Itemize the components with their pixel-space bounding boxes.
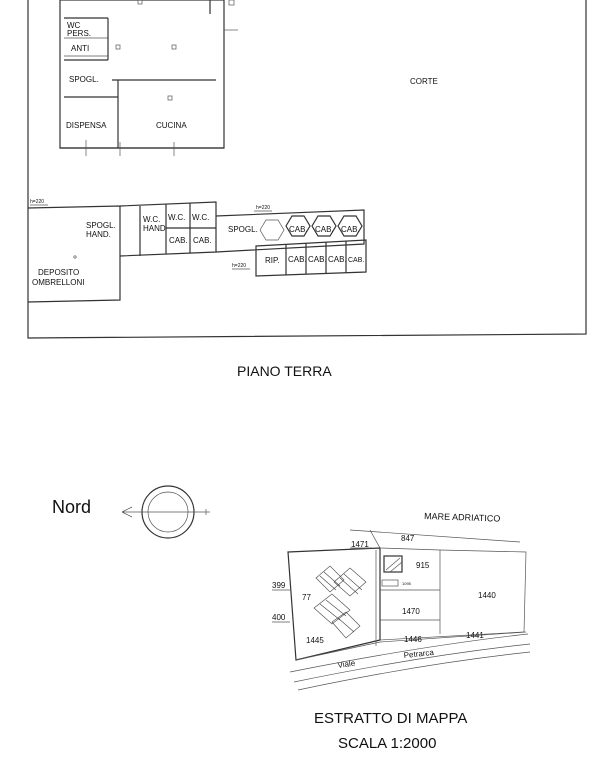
row-cab-4-label: CAB. [348,257,364,264]
sea-label: MARE ADRIATICO [424,511,501,524]
room-wc-pers-label: WC [67,21,81,30]
parcel-1470: 1470 [402,607,420,616]
room-wc-hand-label: W.C. [143,215,160,224]
hex-cab-2-label: CAB. [315,225,334,234]
room-cucina-label: CUCINA [156,121,187,130]
parcel-1471: 1471 [351,540,369,549]
room-anti-label: ANTI [71,44,89,53]
main-building [59,0,238,156]
room-wc-hand-label-2: HAND [143,224,166,233]
height-tag-3: h=220 [232,263,246,269]
map-extract-scale: SCALA 1:2000 [338,735,437,752]
svg-text:PERS.: PERS. [67,29,91,38]
parcel-1445: 1445 [306,636,324,645]
street-label-viale: Viale [337,659,356,670]
hatched-building [313,565,367,639]
floor-plan-title: PIANO TERRA [237,363,332,379]
parcel-847: 847 [401,534,415,543]
room-cab-b-label: CAB. [193,236,212,245]
row-cab-2-label: CAB. [308,255,327,264]
parcel-1440: 1440 [478,591,496,600]
height-tag-1: h=220 [30,199,44,205]
cadastral-map: MARE ADRIATICO 1471 847 915 399 77 1440 … [272,511,531,691]
room-spogl-hand-label-2: HAND. [86,230,111,239]
row-cab-3-label: CAB. [328,255,347,264]
map-extract-title: ESTRATTO DI MAPPA [314,710,468,727]
parcel-915: 915 [416,561,430,570]
hex-cab-3-label: CAB. [341,225,360,234]
service-building [27,201,367,303]
small-building [383,555,403,573]
room-spogl-label: SPOGL. [69,75,99,84]
parcel-1446: 1446 [404,635,422,644]
floor-plan: WC PERS. ANTI SPOGL. DISPENSA CUCINA COR… [27,0,587,339]
site-boundary [27,0,587,339]
parcel-77: 77 [302,593,311,602]
room-wc-pers-label-2: PERS. [67,29,91,38]
north-label: Nord [52,497,92,517]
height-tag-2: h=220 [256,205,270,211]
room-deposito-label-2: OMBRELLONI [32,278,84,287]
hex-cab-1-label: CAB. [289,225,308,234]
room-wc1-label: W.C. [168,213,185,222]
room-wc2-label: W.C. [192,213,209,222]
parcel-small-label: 1095 [402,581,412,586]
parcel-400: 400 [272,613,286,622]
parcel-1441: 1441 [466,631,484,640]
row-cab-1-label: CAB. [288,255,307,264]
north-arrow [121,485,210,539]
room-dispensa-label: DISPENSA [66,121,107,130]
parcel-399: 399 [272,581,286,590]
room-rip-label: RIP. [265,256,280,265]
area-corte-label: CORTE [410,77,438,86]
room-spogl2-label: SPOGL. [228,225,258,234]
room-spogl-hand-label: SPOGL. [86,221,116,230]
room-cab-a-label: CAB. [169,236,188,245]
street-label-petrarca: Petrarca [403,648,435,660]
room-deposito-label: DEPOSITO [38,268,79,277]
